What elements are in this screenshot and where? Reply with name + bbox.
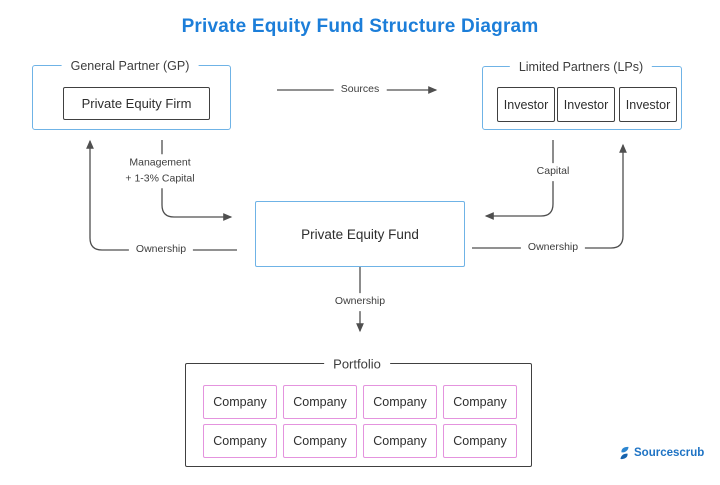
management-flow-label: Management + 1-3% Capital <box>118 154 202 188</box>
management-flow-label-line1: Management <box>129 156 191 169</box>
limited-partners-label: Limited Partners (LPs) <box>509 60 653 74</box>
company-box: Company <box>203 424 277 458</box>
ownership-down-label: Ownership <box>327 293 393 311</box>
capital-arrow <box>484 140 554 220</box>
management-flow-label-line2: + 1-3% Capital <box>125 172 195 184</box>
management-capital-arrow <box>161 140 233 221</box>
ownership-left-arrow <box>86 139 237 251</box>
private-equity-firm-box: Private Equity Firm <box>63 87 210 120</box>
investor-box: Investor <box>557 87 615 122</box>
sourcescrub-logo: Sourcescrub <box>619 446 704 460</box>
portfolio-company-grid: Company Company Company Company Company … <box>203 385 517 458</box>
company-box: Company <box>203 385 277 419</box>
investor-box: Investor <box>619 87 677 122</box>
sourcescrub-icon <box>620 446 629 460</box>
sources-flow-label: Sources <box>333 81 387 99</box>
sourcescrub-logo-text: Sourcescrub <box>634 447 705 459</box>
page-title: Private Equity Fund Structure Diagram <box>181 16 539 37</box>
ownership-right-label: Ownership <box>520 239 586 257</box>
ownership-right-arrow <box>472 143 627 249</box>
company-box: Company <box>363 424 437 458</box>
private-equity-fund-box: Private Equity Fund <box>255 201 465 267</box>
company-box: Company <box>283 424 357 458</box>
capital-flow-label: Capital <box>529 163 577 181</box>
ownership-left-label: Ownership <box>128 241 194 259</box>
company-box: Company <box>283 385 357 419</box>
investor-box: Investor <box>497 87 555 122</box>
company-box: Company <box>443 424 517 458</box>
company-box: Company <box>363 385 437 419</box>
general-partner-label: General Partner (GP) <box>61 59 199 73</box>
portfolio-label: Portfolio <box>324 356 390 372</box>
company-box: Company <box>443 385 517 419</box>
